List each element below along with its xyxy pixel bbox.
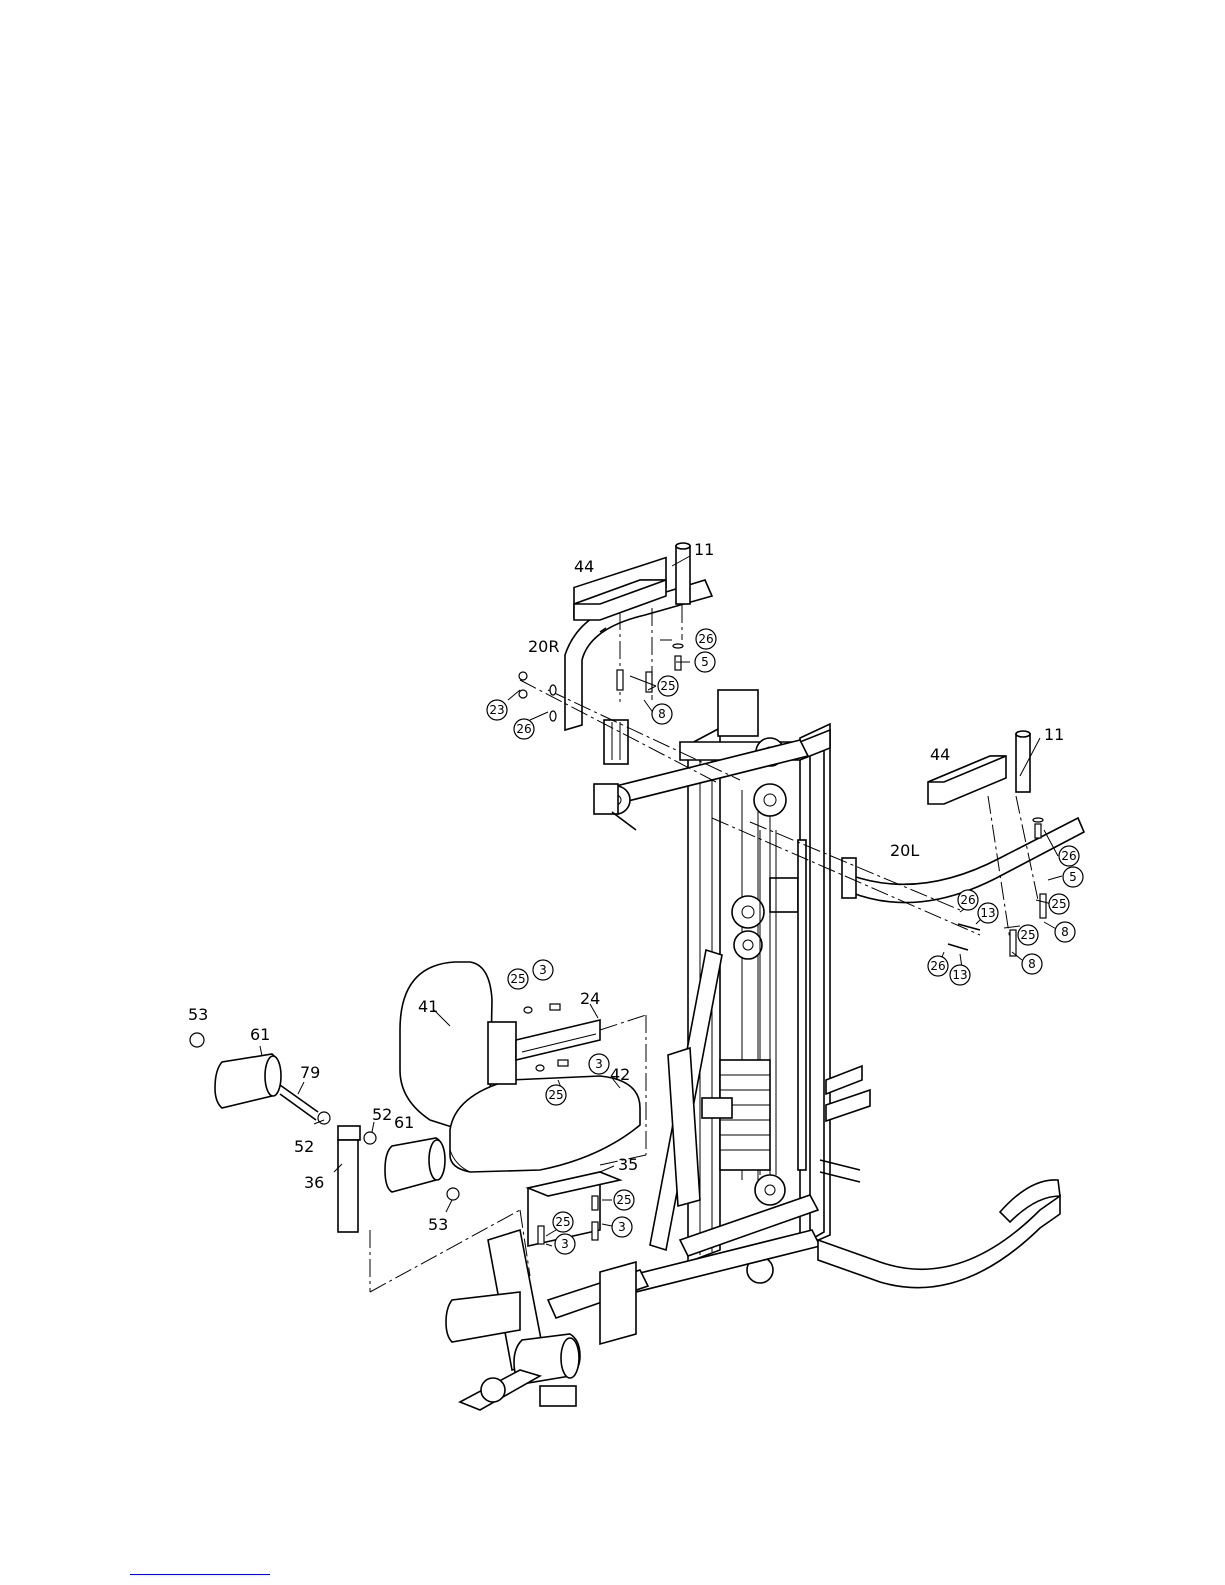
- callout: 13: [950, 965, 970, 985]
- svg-text:25: 25: [548, 1088, 563, 1102]
- svg-text:26: 26: [1061, 849, 1076, 863]
- part-label: 44: [574, 557, 594, 576]
- callout: 5: [695, 652, 715, 672]
- callout: 13: [978, 903, 998, 923]
- svg-text:25: 25: [1020, 928, 1035, 942]
- svg-text:13: 13: [980, 906, 995, 920]
- part-label: 61: [394, 1113, 414, 1132]
- callout: 25: [508, 969, 528, 989]
- svg-text:3: 3: [539, 963, 547, 977]
- leader-lines: [260, 556, 1062, 1246]
- svg-text:13: 13: [952, 968, 967, 982]
- callout: 8: [1055, 922, 1075, 942]
- callout: 25: [658, 676, 678, 696]
- callout: 5: [1063, 867, 1083, 887]
- callout: 26: [1059, 846, 1079, 866]
- hardware-fasteners: [519, 644, 1046, 1244]
- footer-link-underline[interactable]: [130, 1574, 270, 1575]
- part-label: 53: [428, 1215, 448, 1234]
- svg-text:25: 25: [555, 1215, 570, 1229]
- svg-text:3: 3: [595, 1057, 603, 1071]
- svg-text:8: 8: [1028, 957, 1036, 971]
- part-label: 20L: [890, 841, 919, 860]
- callout: 3: [533, 960, 553, 980]
- svg-text:5: 5: [701, 655, 709, 669]
- part-label: 79: [300, 1063, 320, 1082]
- callout: 26: [696, 629, 716, 649]
- svg-text:5: 5: [1069, 870, 1077, 884]
- callout: 3: [555, 1234, 575, 1254]
- svg-text:8: 8: [1061, 925, 1069, 939]
- arm-20l-assembly: [842, 731, 1084, 903]
- svg-text:3: 3: [618, 1220, 626, 1234]
- svg-text:23: 23: [489, 703, 504, 717]
- svg-text:25: 25: [510, 972, 525, 986]
- part-label: 11: [1044, 725, 1064, 744]
- part-label: 42: [610, 1065, 630, 1084]
- part-label: 20R: [528, 637, 559, 656]
- callout: 25: [614, 1190, 634, 1210]
- part-label: 52: [294, 1137, 314, 1156]
- part-label: 61: [250, 1025, 270, 1044]
- callout: 8: [1022, 954, 1042, 974]
- part-label: 11: [694, 540, 714, 559]
- part-label: 24: [580, 989, 600, 1008]
- svg-text:25: 25: [616, 1193, 631, 1207]
- arm-20r-assembly: [565, 543, 712, 764]
- callout: 23: [487, 700, 507, 720]
- callout: 25: [553, 1212, 573, 1232]
- svg-text:25: 25: [1051, 897, 1066, 911]
- svg-text:25: 25: [660, 679, 675, 693]
- part-label: 52: [372, 1105, 392, 1124]
- callout: 26: [514, 719, 534, 739]
- svg-text:26: 26: [930, 959, 945, 973]
- callout: 26: [928, 956, 948, 976]
- part-label: 41: [418, 997, 438, 1016]
- callout: 25: [1018, 925, 1038, 945]
- svg-text:3: 3: [561, 1237, 569, 1251]
- callout: 8: [652, 704, 672, 724]
- svg-text:26: 26: [516, 722, 531, 736]
- callout: 26: [958, 890, 978, 910]
- part-label: 36: [304, 1173, 324, 1192]
- part-label: 53: [188, 1005, 208, 1024]
- part-label: 44: [930, 745, 950, 764]
- callout: 3: [589, 1054, 609, 1074]
- callout: 25: [546, 1085, 566, 1105]
- svg-text:26: 26: [960, 893, 975, 907]
- callout: 25: [1049, 894, 1069, 914]
- svg-text:8: 8: [658, 707, 666, 721]
- part-label: 35: [618, 1155, 638, 1174]
- svg-text:26: 26: [698, 632, 713, 646]
- callout: 3: [612, 1217, 632, 1237]
